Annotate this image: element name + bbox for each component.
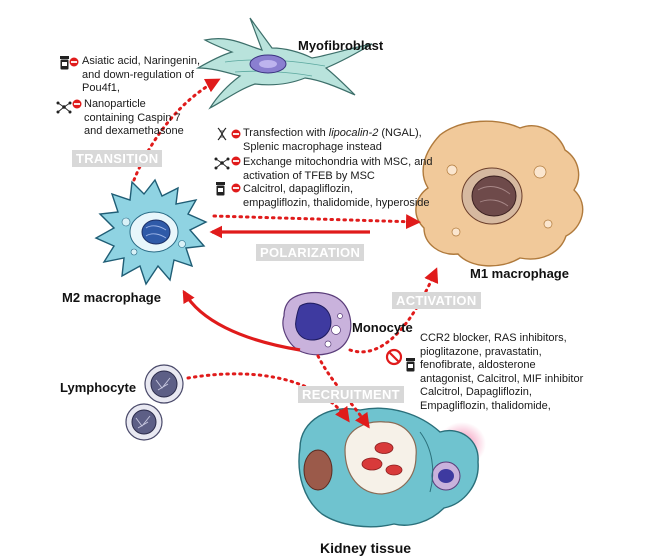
- pill-bottle-icon: [60, 56, 69, 70]
- kidney-tissue: [298, 407, 486, 528]
- text-line: Splenic macrophage instead: [243, 140, 382, 153]
- dna-icon: [217, 127, 227, 141]
- text-line: antagonist, Calcitrol, MIF inhibitor: [420, 372, 584, 385]
- text-line: fenofibrate, aldosterone: [420, 359, 536, 371]
- prohibited-icon: [385, 348, 403, 366]
- gene-name: lipocalin-2: [328, 127, 379, 139]
- polarization-stage-label: POLARIZATION: [256, 244, 365, 261]
- nanoparticle-icon: [56, 101, 72, 114]
- text-line: Asiatic acid, Naringenin,: [82, 55, 201, 67]
- text-line: activation of TFEB by MSC: [243, 169, 375, 182]
- myofibroblast-label: Myofibroblast: [298, 38, 384, 53]
- text-line: Pou4f1,: [82, 82, 120, 94]
- inhibit-icon: [231, 183, 241, 193]
- recruitment-stage-label: RECRUITMENT: [298, 386, 404, 403]
- text-line: and dexamethasone: [84, 125, 184, 137]
- lymphocyte-label: Lymphocyte: [60, 380, 137, 395]
- polarization-drug-list: Calcitrol, dapagliflozin, empagliflozin,…: [243, 183, 430, 210]
- transition-stage-label: TRANSITION: [72, 150, 163, 167]
- text-span: (NGAL),: [378, 127, 422, 139]
- lymphocyte-cells: [125, 364, 184, 441]
- activation-stage-label: ACTIVATION: [392, 292, 481, 309]
- m2-macrophage-label: M2 macrophage: [62, 290, 161, 305]
- m2-macrophage-cell: [94, 178, 208, 286]
- inhibit-icon: [231, 156, 241, 166]
- pill-bottle-icon: [406, 358, 415, 372]
- activation-drug-list: CCR2 blocker, RAS inhibitors, pioglitazo…: [420, 332, 583, 413]
- text-line: Calcitrol, Dapagliflozin,: [420, 386, 532, 398]
- text-line: Nanoparticle: [84, 98, 146, 110]
- kidney-tissue-label: Kidney tissue: [320, 540, 412, 556]
- inhibit-icon: [69, 57, 79, 67]
- monocyte-cell: [282, 291, 352, 356]
- text-line: containing Caspin 7: [84, 111, 181, 124]
- inhibit-icon: [72, 99, 82, 109]
- text-line: CCR2 blocker, RAS inhibitors,: [420, 332, 567, 344]
- m1-macrophage-label: M1 macrophage: [470, 266, 569, 281]
- pill-bottle-icon: [216, 182, 225, 196]
- polarization-nano-list: Exchange mitochondria with MSC, and acti…: [243, 156, 433, 183]
- text-line: pioglitazone, pravastatin,: [420, 345, 542, 358]
- transition-nano-list: Nanoparticle containing Caspin 7 and dex…: [84, 98, 184, 139]
- nanoparticle-icon: [214, 157, 230, 170]
- monocyte-label: Monocyte: [352, 320, 413, 335]
- transition-drug-list: Asiatic acid, Naringenin, and down-regul…: [82, 55, 200, 96]
- polarization-gene-therapy: Transfection with lipocalin-2 (NGAL), Sp…: [243, 127, 422, 154]
- text-line: Empagliflozin, thalidomide,: [420, 399, 551, 412]
- text-line: and down-regulation of: [82, 68, 194, 81]
- text-line: empagliflozin, thalidomide, hyperoside: [243, 196, 430, 209]
- inhibit-icon: [231, 129, 241, 139]
- m1-macrophage-cell: [415, 120, 584, 267]
- myofibroblast-cell: [195, 17, 373, 110]
- text-line: Calcitrol, dapagliflozin,: [243, 183, 354, 195]
- text-span: Transfection with: [243, 127, 329, 139]
- text-line: Exchange mitochondria with MSC, and: [243, 156, 433, 168]
- text-line: Transfection with lipocalin-2 (NGAL),: [243, 127, 422, 141]
